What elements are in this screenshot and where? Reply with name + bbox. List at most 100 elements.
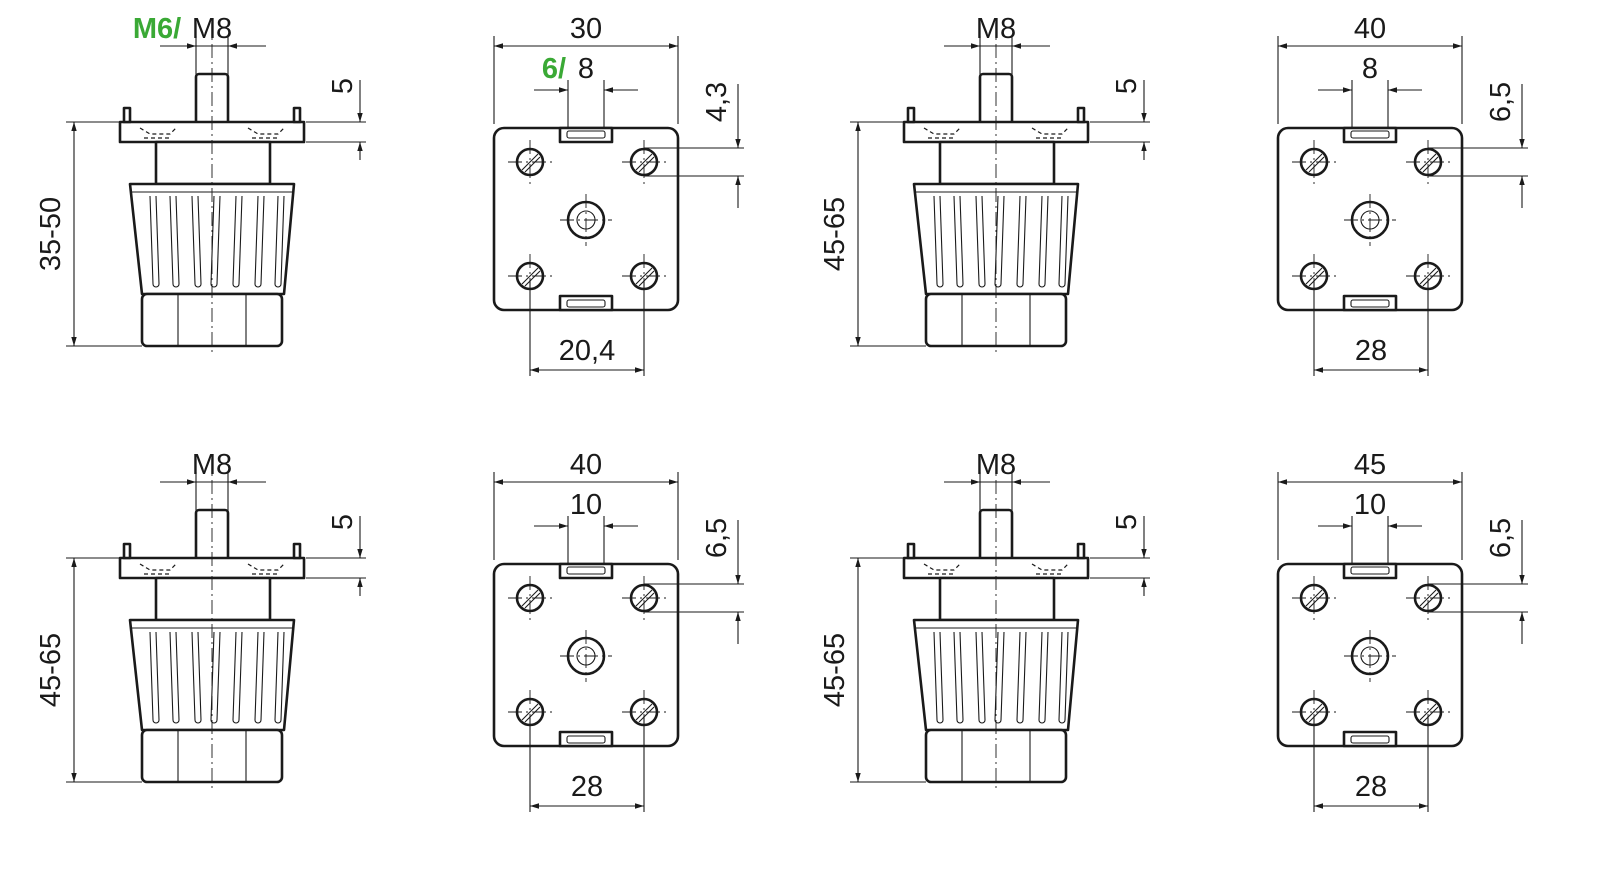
screw-slot (635, 153, 653, 171)
screw-slot (1308, 592, 1325, 609)
screw-slot (635, 589, 653, 607)
rib (254, 631, 265, 724)
slot-dim-label: 8 (1362, 53, 1378, 85)
offset-dim-label: 6,5 (701, 518, 733, 558)
screw-slot (1308, 156, 1325, 173)
screw-slot (1305, 703, 1323, 721)
height-dim-label: 45-65 (35, 633, 67, 707)
rib (169, 195, 180, 288)
flange-tab-right (1076, 542, 1086, 560)
thread-alt-label: M6/ (133, 13, 181, 45)
slot-bottom (1342, 730, 1398, 748)
hidden-edge (1031, 563, 1069, 575)
rib (210, 631, 221, 724)
hidden-edge (923, 563, 961, 575)
pin-dim-label: 5 (327, 514, 359, 530)
slot-top-inner (566, 130, 606, 139)
flange-tab-left (906, 106, 916, 124)
width-dim-label: 40 (1354, 13, 1386, 45)
rib (191, 631, 202, 724)
screw-slot (635, 267, 653, 285)
height-dim-label: 35-50 (35, 197, 67, 271)
slot-dim-label: 10 (1354, 489, 1386, 521)
spacing-dim-label: 28 (1355, 771, 1387, 803)
flange-tab-left (906, 542, 916, 560)
rib (994, 631, 1005, 724)
flange-tab-left (122, 542, 132, 560)
screw-slot (521, 267, 539, 285)
rib (933, 195, 944, 288)
hidden-edge (247, 127, 285, 139)
flange-tab-right (292, 542, 302, 560)
side-view: M8 5 45-65 (35, 449, 366, 792)
screw-slot (524, 156, 541, 173)
rib (1016, 631, 1027, 724)
rib (1058, 631, 1069, 724)
offset-dim-label: 4,3 (701, 82, 733, 122)
rib (232, 195, 243, 288)
screw-slot (524, 270, 541, 287)
slot-bottom (558, 294, 614, 312)
offset-dim-label: 6,5 (1485, 82, 1517, 122)
thread-label: M8 (192, 449, 232, 481)
slot-bottom-inner (1350, 735, 1390, 744)
pin-dim-label: 5 (1111, 514, 1143, 530)
slot-top-inner (566, 566, 606, 575)
neck (938, 140, 1056, 186)
slot-alt-label: 6/ (542, 53, 566, 85)
pin-dim-label: 5 (1111, 78, 1143, 94)
thread-label: M8 (976, 449, 1016, 481)
screw-slot (524, 706, 541, 723)
rib (1038, 195, 1049, 288)
slot-dim-label: 10 (570, 489, 602, 521)
rib (953, 195, 964, 288)
rib (210, 195, 221, 288)
neck (154, 140, 272, 186)
flange-tab-right (292, 106, 302, 124)
offset-dim-label: 6,5 (1485, 518, 1517, 558)
rib (994, 195, 1005, 288)
slot-bottom-inner (566, 735, 606, 744)
screw-slot (1419, 589, 1437, 607)
spacing-dim-label: 20,4 (559, 335, 615, 367)
screw-slot (1419, 267, 1437, 285)
slot-top (558, 562, 614, 580)
width-dim-label: 45 (1354, 449, 1386, 481)
rib (933, 631, 944, 724)
screw-slot (1305, 589, 1323, 607)
slot-top-inner (1350, 130, 1390, 139)
screw-slot (1422, 156, 1439, 173)
width-dim-label: 30 (570, 13, 602, 45)
rib (274, 195, 285, 288)
flange-tab-left (122, 106, 132, 124)
screw-slot (521, 703, 539, 721)
slot-dim-label: 8 (578, 53, 594, 85)
screw-slot (635, 703, 653, 721)
plate-view: 45 10 6,5 28 (1276, 449, 1528, 812)
screw-slot (638, 706, 655, 723)
rib (1038, 631, 1049, 724)
screw-slot (1305, 153, 1323, 171)
neck (154, 576, 272, 622)
thread-label: M8 (976, 13, 1016, 45)
slot-top (1342, 126, 1398, 144)
rib (254, 195, 265, 288)
rib (975, 195, 986, 288)
rib (953, 631, 964, 724)
hidden-edge (139, 563, 177, 575)
spacing-dim-label: 28 (1355, 335, 1387, 367)
rib (1016, 195, 1027, 288)
rib (975, 631, 986, 724)
hidden-edge (923, 127, 961, 139)
plate-view: 306/8 4,3 20,4 (492, 13, 744, 376)
rib (169, 631, 180, 724)
slot-top (1342, 562, 1398, 580)
slot-bottom-inner (566, 299, 606, 308)
flange-tab-right (1076, 106, 1086, 124)
screw-slot (638, 592, 655, 609)
screw-slot (1419, 703, 1437, 721)
slot-top (558, 126, 614, 144)
